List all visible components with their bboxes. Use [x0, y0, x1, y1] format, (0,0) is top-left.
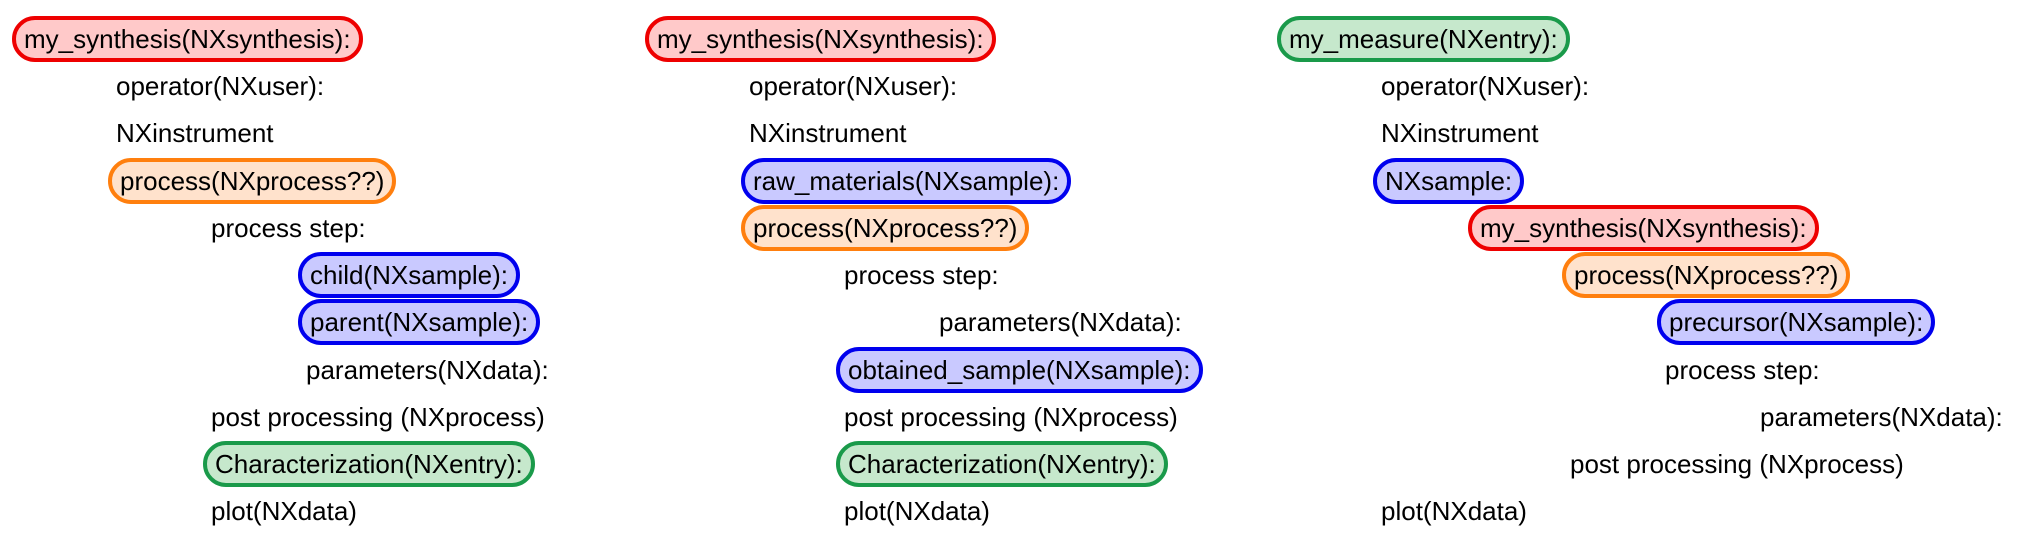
- node-process: process(NXprocess??): [108, 158, 397, 204]
- node-parameters: parameters(NXdata):: [1760, 402, 2003, 432]
- node-my-synthesis: my_synthesis(NXsynthesis):: [645, 16, 996, 62]
- node-operator: operator(NXuser):: [116, 71, 325, 101]
- node-nxinstrument: NXinstrument: [749, 118, 907, 148]
- node-parent-sample: parent(NXsample):: [298, 299, 541, 345]
- hierarchy-tree-synthesis-b: my_synthesis(NXsynthesis): operator(NXus…: [633, 0, 1273, 534]
- node-plot: plot(NXdata): [1381, 496, 1527, 526]
- hierarchy-tree-measure: my_measure(NXentry): operator(NXuser): N…: [1266, 0, 2003, 534]
- node-characterization: Characterization(NXentry):: [203, 441, 535, 487]
- node-process-step: process step:: [1665, 355, 1820, 385]
- node-raw-materials: raw_materials(NXsample):: [741, 158, 1072, 204]
- node-process-step: process step:: [211, 213, 366, 243]
- node-my-synthesis: my_synthesis(NXsynthesis):: [1468, 205, 1819, 251]
- node-operator: operator(NXuser):: [749, 71, 958, 101]
- node-parameters: parameters(NXdata):: [306, 355, 549, 385]
- node-precursor-sample: precursor(NXsample):: [1657, 299, 1936, 345]
- node-my-measure: my_measure(NXentry):: [1277, 16, 1570, 62]
- node-operator: operator(NXuser):: [1381, 71, 1590, 101]
- node-characterization: Characterization(NXentry):: [836, 441, 1168, 487]
- hierarchy-tree-synthesis-a: my_synthesis(NXsynthesis): operator(NXus…: [0, 0, 640, 534]
- node-post-processing: post processing (NXprocess): [844, 402, 1178, 432]
- node-nxinstrument: NXinstrument: [116, 118, 274, 148]
- node-post-processing: post processing (NXprocess): [1570, 449, 1904, 479]
- node-parameters: parameters(NXdata):: [939, 307, 1182, 337]
- node-process: process(NXprocess??): [741, 205, 1030, 251]
- node-post-processing: post processing (NXprocess): [211, 402, 545, 432]
- node-child-sample: child(NXsample):: [298, 252, 520, 298]
- node-obtained-sample: obtained_sample(NXsample):: [836, 347, 1203, 393]
- node-process-step: process step:: [844, 260, 999, 290]
- node-plot: plot(NXdata): [211, 496, 357, 526]
- node-my-synthesis: my_synthesis(NXsynthesis):: [12, 16, 363, 62]
- node-plot: plot(NXdata): [844, 496, 990, 526]
- node-nxinstrument: NXinstrument: [1381, 118, 1539, 148]
- node-nxsample: NXsample:: [1373, 158, 1525, 204]
- node-process: process(NXprocess??): [1562, 252, 1851, 298]
